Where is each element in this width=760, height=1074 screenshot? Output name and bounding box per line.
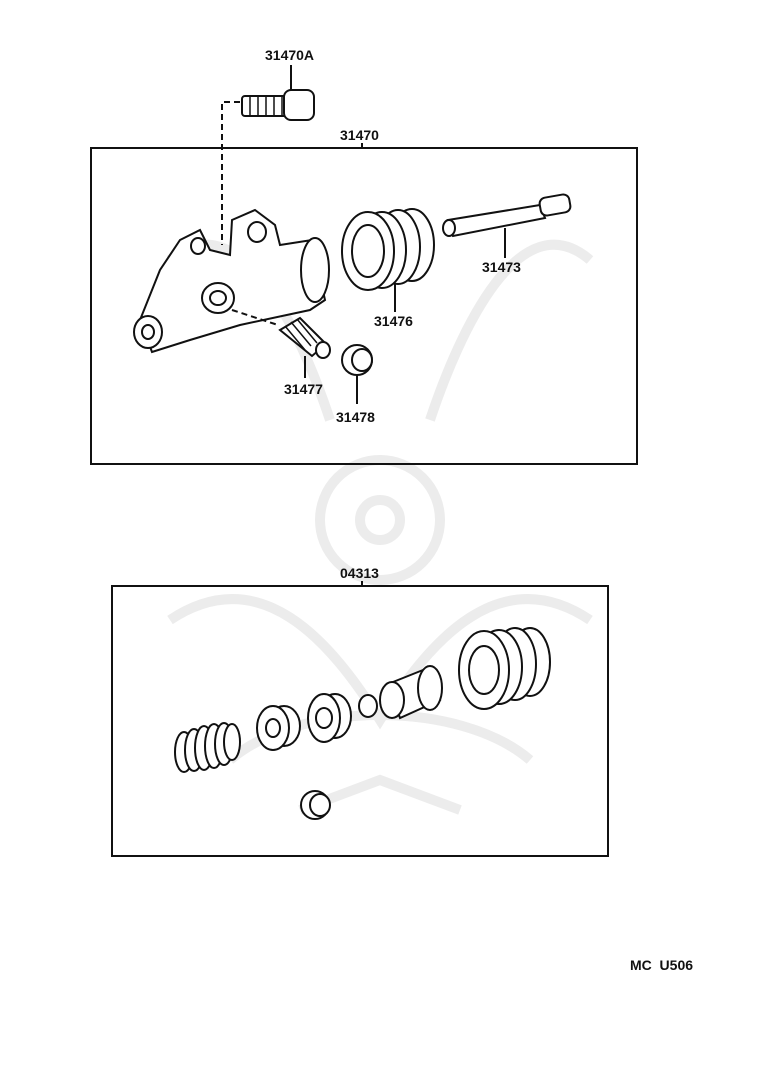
label-31470: 31470 [340, 127, 379, 143]
kit-spring [174, 722, 241, 773]
bleeder-dashed-guide [231, 309, 279, 326]
kit-cup-small [256, 705, 301, 751]
kit-boot [458, 627, 551, 710]
bolt-31470A [241, 89, 315, 121]
push-rod-31473 [442, 193, 572, 238]
boot-31476 [341, 208, 435, 291]
diagram-code: MC U506 [630, 957, 693, 973]
kit-piston [358, 665, 443, 720]
label-31476: 31476 [374, 313, 413, 329]
label-31470A: 31470A [265, 47, 314, 63]
label-31477: 31477 [284, 381, 323, 397]
bleeder-plug-31477 [278, 316, 331, 359]
kit-cup-large [307, 693, 352, 743]
release-cylinder-body [133, 208, 330, 354]
label-31478: 31478 [336, 409, 375, 425]
kit-cap [300, 790, 331, 820]
assembly-box-31470 [90, 147, 638, 465]
assembly-box-04313 [111, 585, 609, 857]
bleeder-cap-31478 [341, 344, 373, 376]
bolt-dashed-guide [221, 101, 240, 245]
label-04313: 04313 [340, 565, 379, 581]
label-31473: 31473 [482, 259, 521, 275]
